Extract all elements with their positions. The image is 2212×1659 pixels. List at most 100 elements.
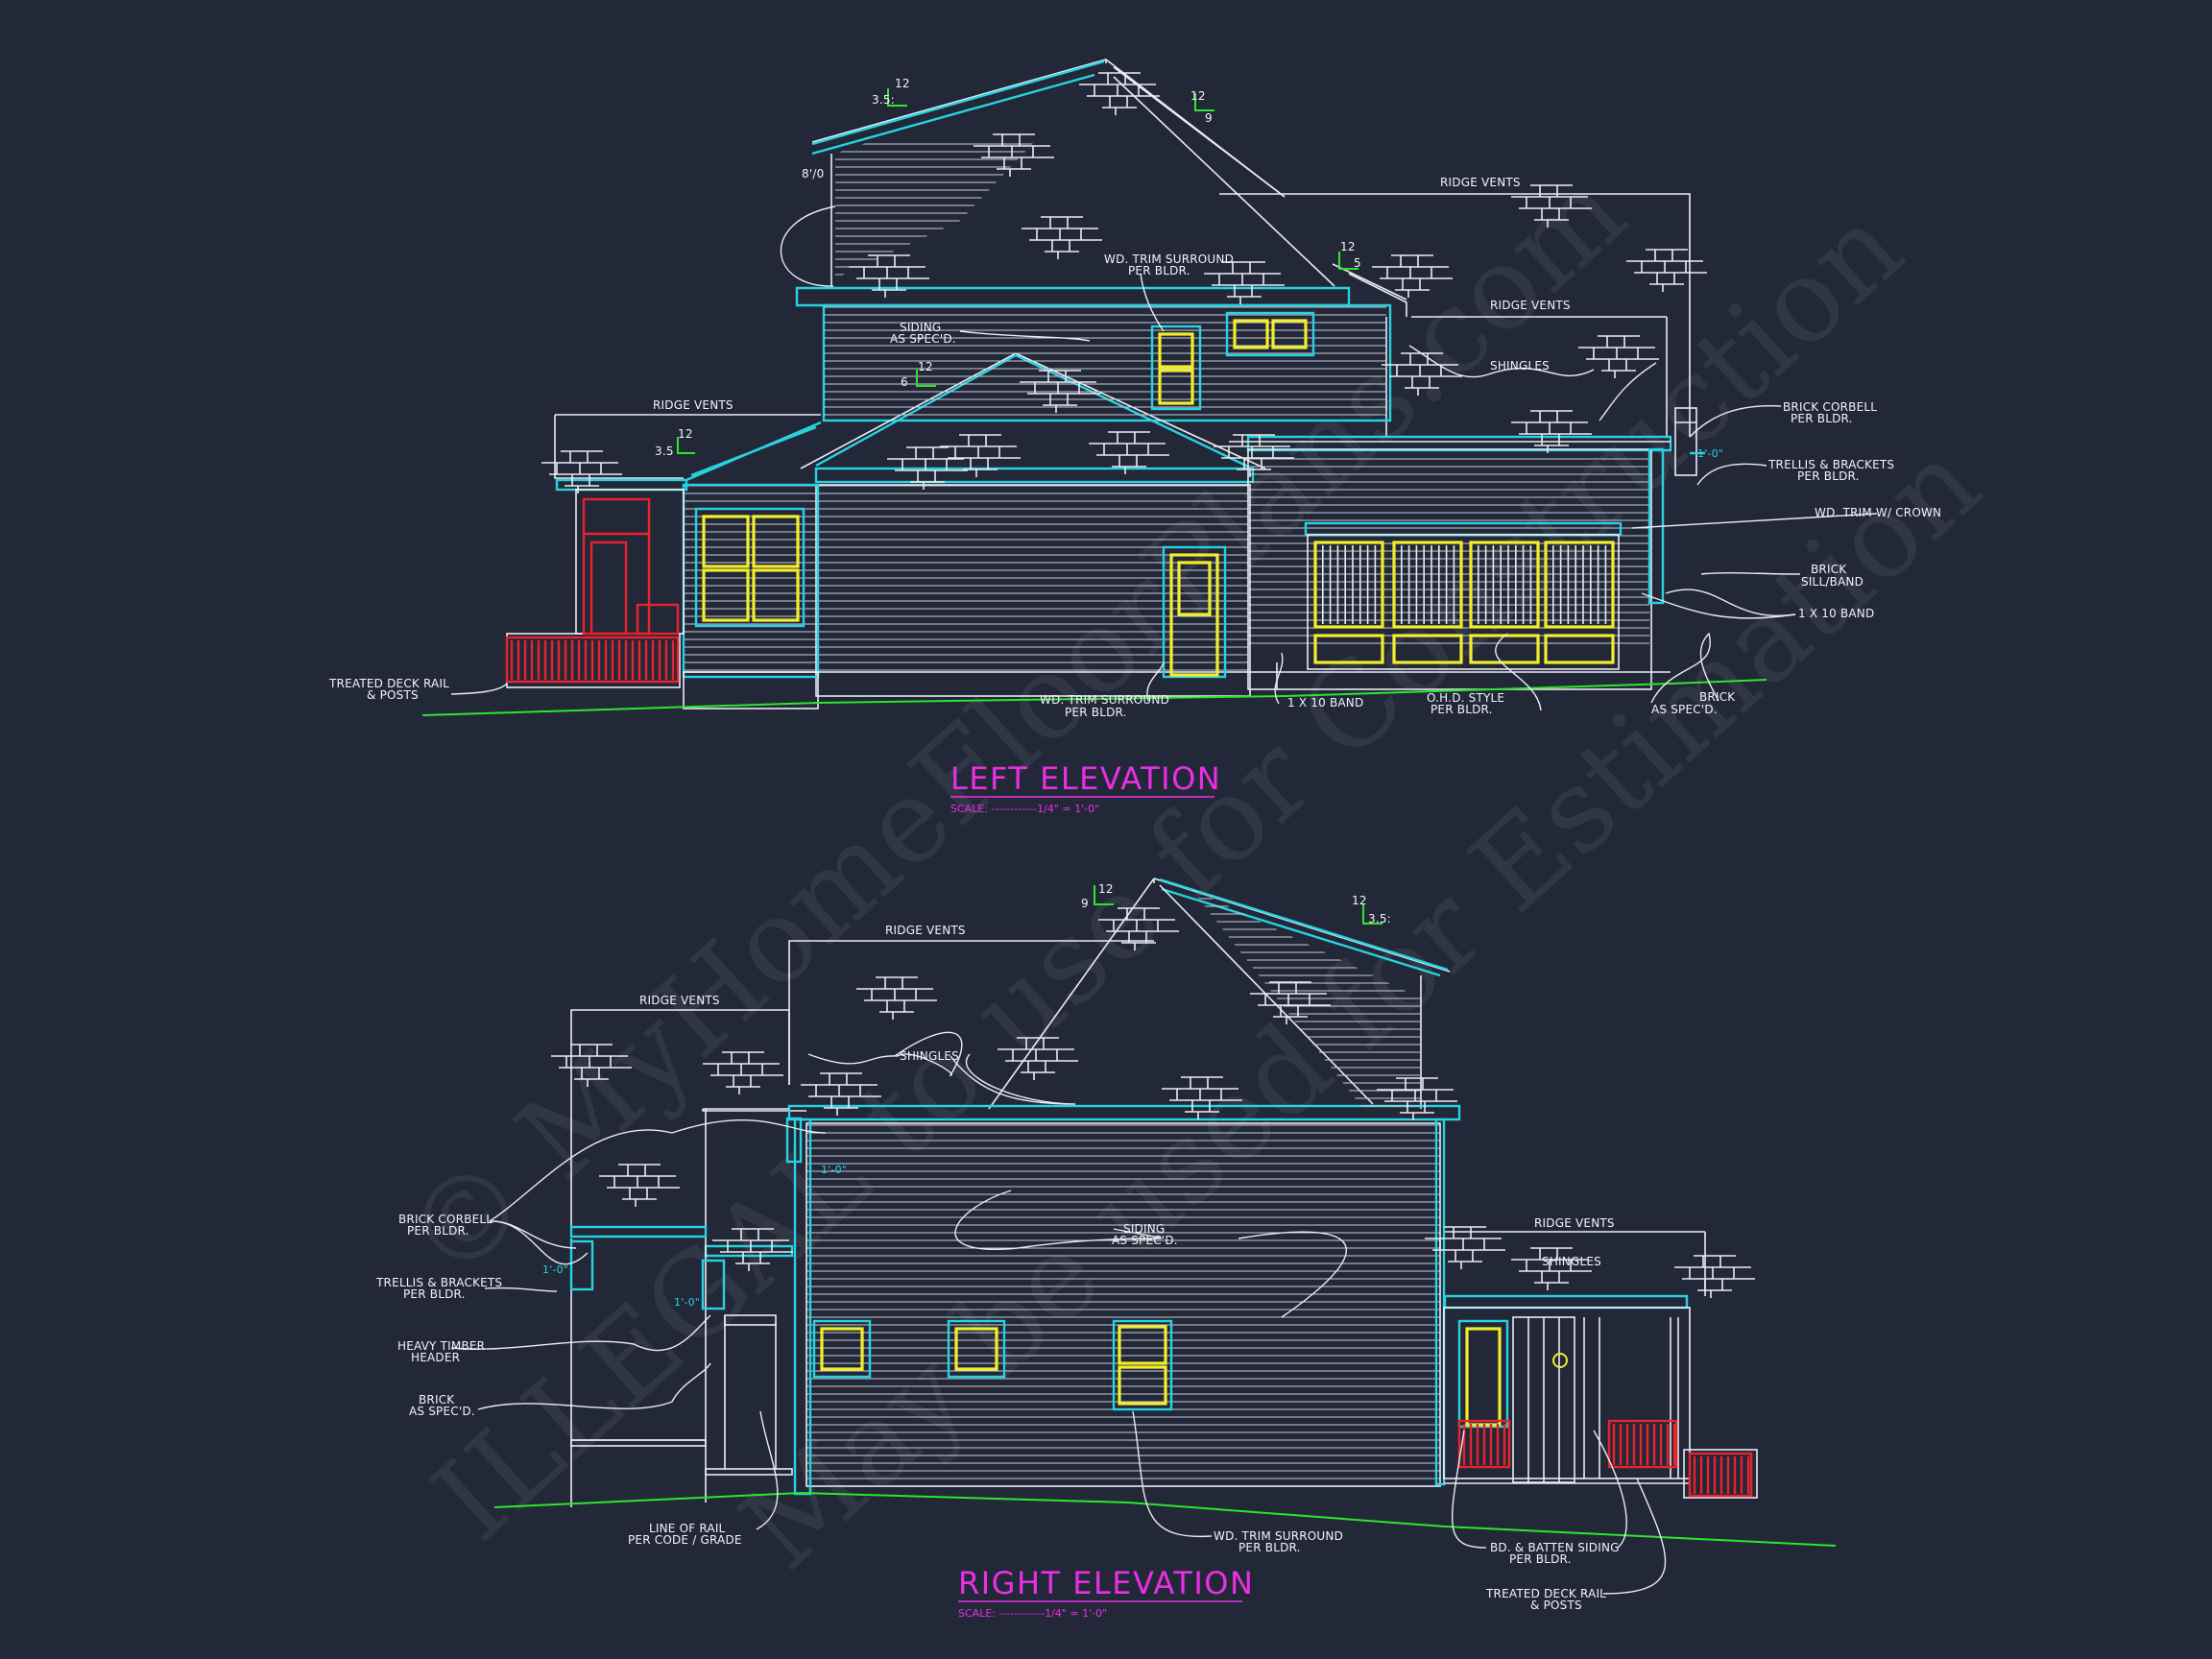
- callout-ohd-2: PER BLDR.: [1431, 703, 1493, 716]
- callout-r-brick-corbell-2: PER BLDR.: [407, 1224, 469, 1238]
- svg-text:5: 5: [1354, 256, 1361, 270]
- right-porch-rails: [1457, 1419, 1753, 1498]
- left-porch-rail: [505, 497, 681, 688]
- right-offset-dims: 1'-0" 1'-0" 1'-0": [542, 1164, 847, 1309]
- callout-r-trellis-2: PER BLDR.: [403, 1287, 466, 1301]
- svg-text:12: 12: [1190, 89, 1206, 103]
- brick-symbol: [1511, 1247, 1592, 1290]
- callout-r-ridge-vents-right: RIDGE VENTS: [1534, 1216, 1615, 1230]
- callout-ridge-vents-mid: RIDGE VENTS: [1490, 299, 1571, 312]
- callout-r-shingles-main: SHINGLES: [900, 1049, 959, 1063]
- upper-window-pair: [1225, 311, 1315, 357]
- left-upper-siding: [824, 306, 1386, 416]
- callout-r-wd-trim-2: PER BLDR.: [1238, 1541, 1301, 1554]
- callout-wd-trim-surround-2: PER BLDR.: [1128, 264, 1190, 277]
- callout-brick-bottom-2: AS SPEC'D.: [1651, 703, 1718, 716]
- brick-symbol: [974, 133, 1054, 177]
- brick-symbol: [1626, 249, 1707, 292]
- callout-r-brick: BRICK: [419, 1393, 455, 1407]
- left-brick-symbols: [541, 72, 1707, 493]
- brick-symbol: [1372, 254, 1453, 298]
- brick-symbol: [1578, 335, 1659, 378]
- svg-text:12: 12: [895, 77, 910, 90]
- right-elevation-scale: SCALE: ------------1/4" = 1'-0": [958, 1607, 1107, 1620]
- callout-brick-bottom: BRICK: [1699, 690, 1736, 704]
- brick-symbol: [1079, 72, 1160, 115]
- callout-trellis: TRELLIS & BRACKETS: [1767, 458, 1894, 471]
- brick-symbol: [712, 1228, 793, 1271]
- svg-text:12: 12: [1340, 240, 1356, 253]
- brick-symbol: [1674, 1255, 1755, 1298]
- svg-text:12: 12: [1098, 882, 1114, 896]
- callout-door-trim-2: PER BLDR.: [1065, 706, 1127, 719]
- svg-text:3.5:: 3.5:: [1368, 912, 1391, 926]
- right-brick-symbols: [551, 907, 1755, 1298]
- brick-symbol: [801, 1072, 881, 1116]
- svg-text:9: 9: [1081, 897, 1089, 910]
- watermark-line-2: ILLEGAL to use for Construction: [409, 180, 1927, 1566]
- callout-deck-rail-2: & POSTS: [367, 688, 419, 702]
- svg-text:3.5: 3.5: [655, 445, 674, 458]
- brick-symbol: [1250, 981, 1331, 1024]
- callout-r-batten: BD. & BATTEN SIDING: [1490, 1541, 1620, 1554]
- svg-text:12: 12: [678, 427, 693, 441]
- svg-text:8'/0: 8'/0: [802, 167, 824, 180]
- callout-ridge-vents-top: RIDGE VENTS: [1440, 176, 1521, 189]
- brick-symbol: [1022, 216, 1102, 259]
- right-walls: [569, 1117, 1758, 1507]
- svg-text:12: 12: [918, 360, 933, 373]
- callout-r-brick-corbell: BRICK CORBELL: [398, 1213, 493, 1226]
- right-windows: [812, 1316, 1679, 1483]
- brick-symbol: [1162, 1076, 1242, 1119]
- brick-symbol: [551, 1044, 632, 1087]
- brick-symbol: [856, 976, 937, 1020]
- left-callouts: RIDGE VENTS RIDGE VENTS RIDGE VENTS WD. …: [328, 176, 1941, 719]
- brick-symbol: [887, 446, 968, 490]
- callout-r-trellis: TRELLIS & BRACKETS: [375, 1276, 502, 1289]
- brick-symbol: [1098, 907, 1179, 950]
- left-elevation-scale: SCALE: ------------1/4" = 1'-0": [950, 803, 1099, 815]
- right-elevation-title: RIGHT ELEVATION: [958, 1565, 1254, 1601]
- brick-symbol: [849, 254, 929, 298]
- brick-symbol: [541, 450, 622, 493]
- right-grade-line: [493, 1491, 1837, 1547]
- callout-wd-trim-surround: WD. TRIM SURROUND: [1104, 252, 1234, 266]
- brick-symbol: [1377, 1077, 1457, 1120]
- brick-symbol: [1204, 261, 1285, 304]
- svg-text:1'-0": 1'-0": [542, 1263, 568, 1276]
- garage-door: [1304, 521, 1623, 670]
- callout-r-shingles-right: SHINGLES: [1542, 1255, 1601, 1268]
- svg-text:1'-0": 1'-0": [1697, 447, 1723, 460]
- callout-r-siding: SIDING: [1123, 1222, 1165, 1236]
- upper-window-narrow: [1150, 325, 1202, 411]
- right-window-3: [1112, 1319, 1173, 1411]
- svg-text:1'-0": 1'-0": [821, 1164, 847, 1176]
- brick-symbol: [599, 1164, 680, 1207]
- callout-r-timber: HEAVY TIMBER: [397, 1339, 485, 1353]
- brick-symbol: [1511, 184, 1592, 228]
- right-leaders: [450, 1031, 1667, 1595]
- callout-r-rail-line: LINE OF RAIL: [649, 1522, 726, 1535]
- callout-r-deck-rail-2: & POSTS: [1530, 1599, 1582, 1612]
- brick-symbol: [1020, 370, 1100, 413]
- callout-brick-corbell: BRICK CORBELL: [1783, 400, 1877, 414]
- svg-text:12: 12: [1352, 894, 1367, 907]
- left-elevation: 12 3.5: 12 9 12 5 12 6 12 3.5 8'/0: [328, 59, 1941, 815]
- callout-r-timber-2: HEADER: [411, 1351, 460, 1364]
- right-main-siding: [806, 1124, 1440, 1479]
- left-leaders: [450, 205, 1878, 711]
- callout-siding-2: AS SPEC'D.: [890, 332, 956, 346]
- svg-text:6: 6: [901, 375, 908, 389]
- callout-band-right: 1 X 10 BAND: [1798, 607, 1874, 620]
- left-walls: [575, 407, 1697, 709]
- right-porch-door: [1457, 1319, 1509, 1429]
- right-pitch-markers: 12 9 12 3.5:: [1081, 882, 1391, 926]
- right-window-1: [812, 1319, 872, 1379]
- left-offset-dim: 1'-0": [1690, 447, 1723, 460]
- callout-r-wd-trim: WD. TRIM SURROUND: [1214, 1529, 1343, 1543]
- brick-symbol: [1511, 410, 1592, 453]
- side-window: [694, 507, 805, 628]
- left-grade-line: [421, 679, 1767, 716]
- callout-ohd: O.H.D. STYLE: [1427, 691, 1504, 705]
